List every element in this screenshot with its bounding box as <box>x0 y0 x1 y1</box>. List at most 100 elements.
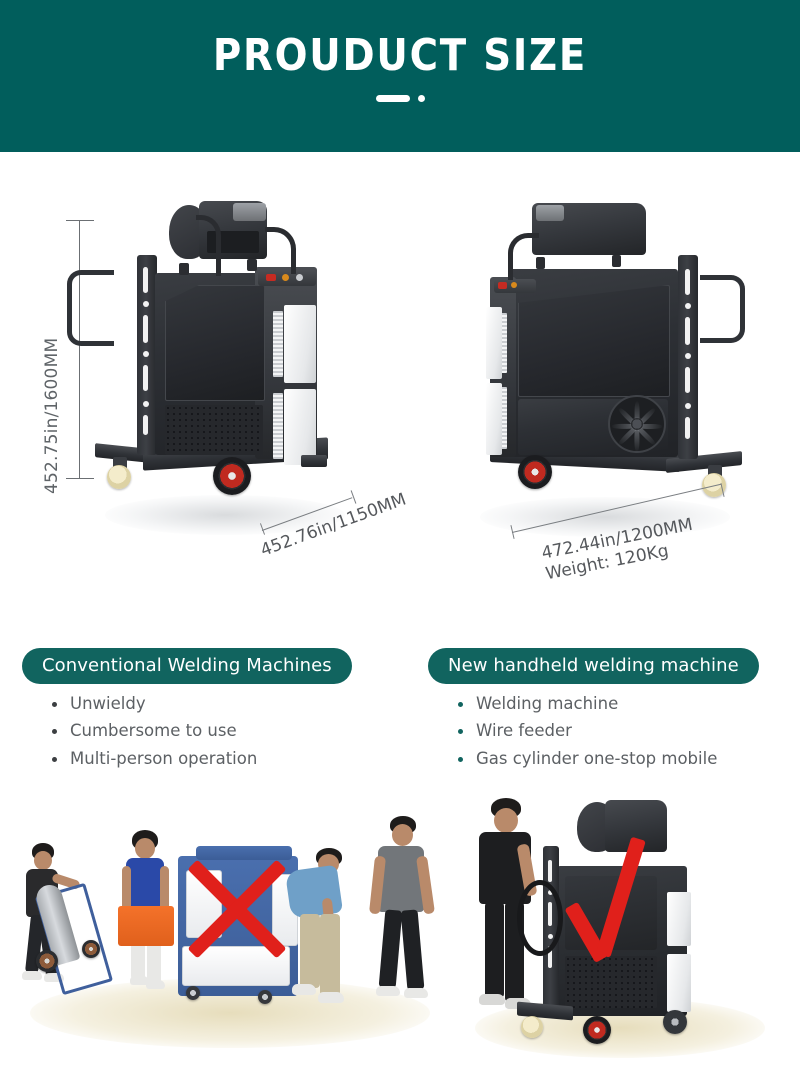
cart-side-panel-upper <box>667 892 691 946</box>
frame-slot-dot <box>685 303 691 309</box>
worker-torso <box>378 846 424 912</box>
frame-slot-dot <box>143 351 149 357</box>
worker-shoe <box>146 980 165 989</box>
indicator-amber <box>511 282 517 288</box>
cart-vent-panel <box>565 956 657 1008</box>
feeder-mount-right <box>612 255 621 267</box>
worker-leg <box>300 914 320 988</box>
frame-slot <box>685 367 690 393</box>
cart-front-panel <box>186 870 222 938</box>
worker-standing <box>368 816 442 1026</box>
cart-handle <box>700 275 745 343</box>
cart-wheel <box>186 986 200 1000</box>
caster-wheel <box>107 465 131 489</box>
frame-slot-dot <box>685 353 691 359</box>
frame-slot-dot <box>685 403 691 409</box>
height-dim-bottom-cap <box>66 478 94 479</box>
cart-frame-column <box>678 255 698 459</box>
worker-leg <box>320 914 340 996</box>
list-item: Gas cylinder one-stop mobile <box>452 748 788 770</box>
cart-upper-panel <box>565 876 657 950</box>
handheld-bullet-list: Welding machine Wire feeder Gas cylinder… <box>428 693 788 770</box>
cooling-fan <box>608 395 666 453</box>
hand-truck-wheel <box>36 950 58 972</box>
power-knob-red[interactable] <box>498 282 507 289</box>
operator-leg <box>485 902 504 998</box>
torch-hose <box>196 215 221 276</box>
hand-truck-wheel <box>82 940 100 958</box>
product-figures: 452.75in/1600MM <box>0 152 800 630</box>
feeder-mount-right <box>247 259 257 271</box>
control-panel <box>258 270 316 286</box>
list-item: Unwieldy <box>46 693 392 715</box>
cabinet-vent-panel <box>165 405 263 455</box>
operator <box>471 798 551 1028</box>
feeder-mount-left <box>179 263 189 275</box>
height-dim-line <box>79 220 80 478</box>
operator-shoe <box>479 994 505 1005</box>
frame-slot-dot <box>143 401 149 407</box>
worker-shoe <box>292 984 316 995</box>
worker-head <box>392 824 413 846</box>
fan-hub <box>631 418 643 430</box>
worker-shoe <box>22 971 42 980</box>
worker-shoe <box>318 992 344 1003</box>
worker-shoe <box>130 976 149 985</box>
cart-handle <box>67 270 114 346</box>
wire-feeder-unit <box>605 800 667 852</box>
frame-slot <box>143 415 148 435</box>
indicator-amber <box>282 274 289 281</box>
feeder-control-face <box>536 205 564 221</box>
machine-front-view <box>67 201 355 537</box>
worker-torso <box>284 864 344 920</box>
main-wheel <box>518 455 552 489</box>
cart-lower-panel <box>182 946 290 986</box>
list-item: Wire feeder <box>452 720 788 742</box>
scene-handheld <box>455 788 800 1090</box>
worker-arm <box>122 866 131 920</box>
frame-slot <box>548 860 552 882</box>
list-item: Multi-person operation <box>46 748 392 770</box>
indicator-grey <box>296 274 303 281</box>
cart-wheel <box>258 990 272 1004</box>
side-panel-lower <box>284 389 316 465</box>
conventional-pill-label: Conventional Welding Machines <box>22 648 352 684</box>
side-vent-grill-upper <box>498 313 507 373</box>
cable-coil <box>517 880 563 956</box>
feeder-mount-left <box>536 257 545 269</box>
decoration-bar <box>375 95 410 102</box>
worker-head <box>34 851 52 870</box>
frame-slot <box>685 317 690 345</box>
worker-shoe <box>376 986 400 996</box>
side-panel-upper <box>284 305 316 383</box>
torch-hose <box>508 233 539 280</box>
frame-slot <box>685 269 690 295</box>
cabinet-upper-panel <box>165 285 265 401</box>
cart-top-tray <box>196 846 292 860</box>
title-decoration <box>0 95 800 102</box>
side-vent-grill-upper <box>273 311 283 377</box>
header-banner: PROUDUCT SIZE <box>0 0 800 152</box>
frame-slot <box>548 946 552 968</box>
worker-arm <box>160 866 169 920</box>
comparison-column-conventional: Conventional Welding Machines Unwieldy C… <box>22 648 392 775</box>
main-wheel <box>213 457 251 495</box>
worker-head <box>135 838 155 859</box>
power-knob-red[interactable] <box>266 274 276 281</box>
cable-loop <box>265 227 296 274</box>
decoration-dot <box>417 95 425 102</box>
list-item: Welding machine <box>452 693 788 715</box>
comparison-section: Conventional Welding Machines Unwieldy C… <box>0 648 800 788</box>
height-dim-top-cap <box>66 220 94 221</box>
page-title: PROUDUCT SIZE <box>212 30 588 81</box>
scene-conventional <box>0 788 455 1090</box>
cart-side-panel-lower <box>667 954 691 1012</box>
usage-scenes <box>0 788 800 1090</box>
side-panel-lower <box>486 383 502 455</box>
control-panel <box>494 279 536 293</box>
side-panel-upper <box>486 307 502 379</box>
rear-foot <box>301 455 327 467</box>
main-wheel <box>583 1016 611 1044</box>
fan-blade <box>637 424 662 429</box>
